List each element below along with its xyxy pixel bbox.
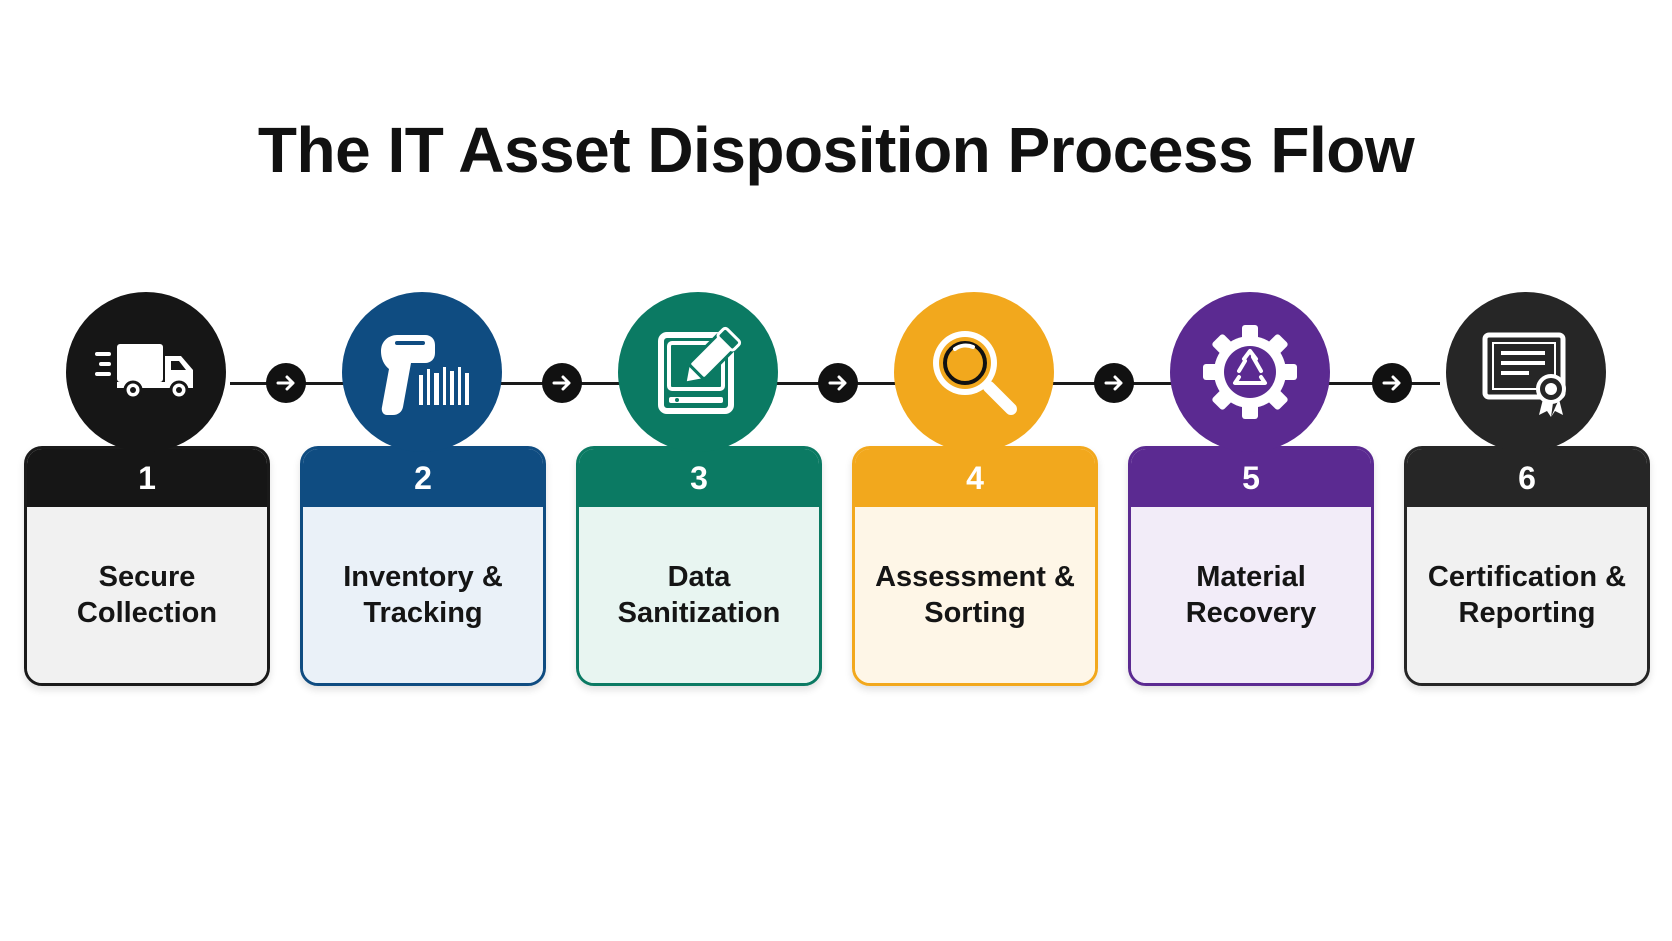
step-label-line: Sanitization <box>617 597 781 629</box>
step-card: 4 Assessment & Sorting <box>852 446 1098 686</box>
step-card: 1 Secure Collection <box>24 446 270 686</box>
arrow-right-icon <box>1372 363 1412 403</box>
step-label-line: Reporting <box>1458 597 1596 629</box>
step-card: 2 Inventory & Tracking <box>300 446 546 686</box>
step-badge <box>1446 292 1606 452</box>
step-label: Secure Collection <box>27 507 267 683</box>
step-number: 2 <box>303 449 543 507</box>
hard-drive-eraser-icon <box>658 326 742 414</box>
step-label-line: Certification & <box>1427 560 1627 593</box>
step-1: 1 Secure Collection <box>24 292 270 692</box>
step-number: 6 <box>1407 449 1647 507</box>
barcode-scanner-icon <box>381 335 469 415</box>
step-number: 5 <box>1131 449 1371 507</box>
step-badge <box>1170 292 1330 452</box>
step-label-line: Secure <box>98 560 196 593</box>
step-label: Inventory & Tracking <box>303 507 543 683</box>
step-3: 3 Data Sanitization <box>576 292 822 692</box>
step-label-line: Collection <box>76 597 218 629</box>
step-label-line: Data <box>667 560 731 593</box>
arrow-right-icon <box>1094 363 1134 403</box>
step-number: 3 <box>579 449 819 507</box>
step-badge <box>66 292 226 452</box>
page-title: The IT Asset Disposition Process Flow <box>257 114 1415 186</box>
step-card: 3 Data Sanitization <box>576 446 822 686</box>
step-card: 6 Certification & Reporting <box>1404 446 1650 686</box>
arrow-right-icon <box>542 363 582 403</box>
step-number: 4 <box>855 449 1095 507</box>
step-6: 6 Certification & Reporting <box>1404 292 1650 692</box>
step-label: Assessment & Sorting <box>855 507 1095 683</box>
step-5: 5 Material Recovery <box>1128 292 1374 692</box>
step-label-line: Material <box>1196 560 1306 593</box>
step-label-line: Inventory & <box>343 560 503 593</box>
step-label: Certification & Reporting <box>1407 507 1647 683</box>
truck-icon <box>95 344 193 400</box>
step-label: Data Sanitization <box>579 507 819 683</box>
step-label: Material Recovery <box>1131 507 1371 683</box>
step-label-line: Tracking <box>363 597 483 629</box>
step-card: 5 Material Recovery <box>1128 446 1374 686</box>
step-badge <box>894 292 1054 452</box>
step-2: 2 Inventory & Tracking <box>300 292 546 692</box>
magnifier-icon <box>933 331 1017 415</box>
step-badge <box>342 292 502 452</box>
recycle-gear-icon <box>1203 325 1297 419</box>
step-label-line: Assessment & <box>875 560 1075 593</box>
step-label-line: Sorting <box>924 597 1026 629</box>
arrow-right-icon <box>266 363 306 403</box>
step-4: 4 Assessment & Sorting <box>852 292 1098 692</box>
step-badge <box>618 292 778 452</box>
step-number: 1 <box>27 449 267 507</box>
certificate-icon <box>1482 332 1566 417</box>
step-label-line: Recovery <box>1185 597 1317 629</box>
arrow-right-icon <box>818 363 858 403</box>
